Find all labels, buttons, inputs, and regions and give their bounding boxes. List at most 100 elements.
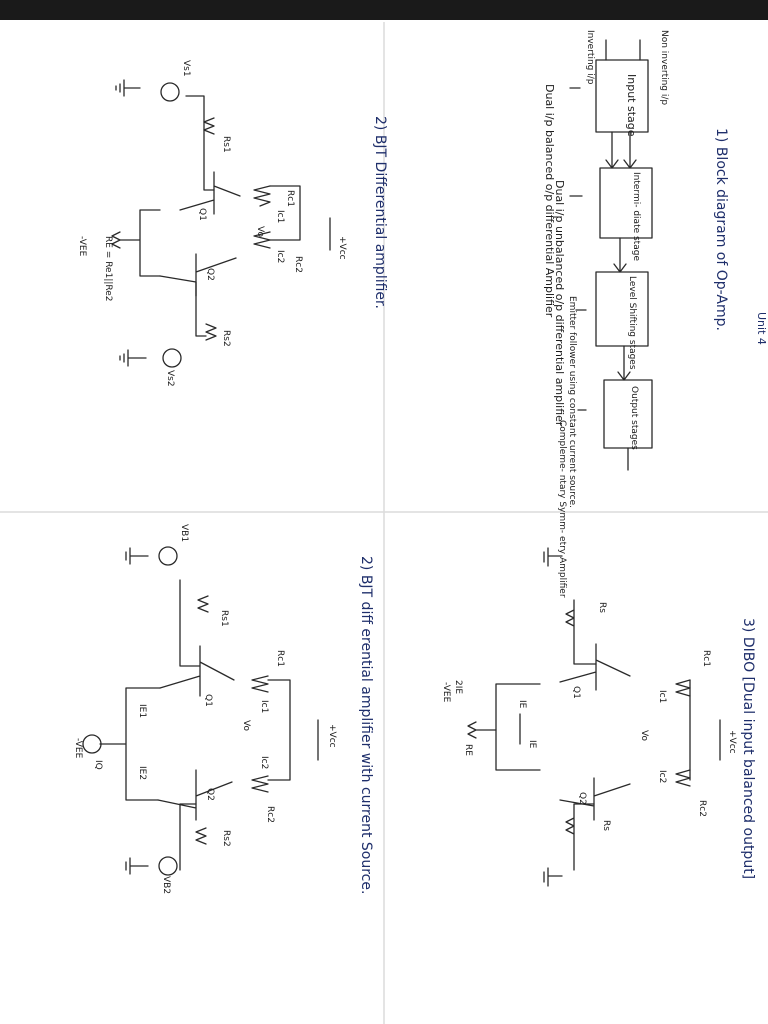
label-rs1: Rs1 (221, 136, 231, 153)
cs-label-vo: Vo (241, 720, 251, 731)
cs-q1 (159, 645, 235, 697)
dibo-emitter-loop (495, 683, 541, 771)
dibo-base-left (565, 599, 597, 665)
cs-label-ie2: IE2 (137, 766, 147, 780)
label-vs1: Vs1 (181, 60, 191, 77)
cs-collector-rail (267, 679, 291, 781)
dibo-label-ie2: IE (527, 740, 537, 749)
block-intermediate-stage (599, 167, 653, 239)
unit-title: Unit 4 (755, 312, 768, 345)
transistor-q2 (159, 253, 237, 297)
heading-dibo: 3) DIBO [Dual input balanced output] (740, 618, 756, 879)
arrow-3 (613, 237, 627, 273)
rs1-resistor (203, 117, 215, 135)
dibo-label-q1: Q1 (571, 686, 581, 699)
label-q1: Q1 (197, 208, 207, 221)
lower-half: 3) DIBO [Dual input balanced output] 2) … (73, 524, 756, 894)
dibo-label-ie1: IE (517, 700, 527, 709)
base-line-q2 (195, 281, 207, 337)
dibo-label-re: RE (463, 744, 473, 756)
note-arrows (569, 87, 587, 411)
dibo-label-rs: Rs (597, 602, 607, 613)
label-ic1: Ic1 (275, 210, 285, 223)
dibo-label-ic2: Ic2 (657, 770, 667, 783)
dibo-label-rs2: Rs (601, 820, 611, 831)
block-label-intermediate: Intermi- diate stage (631, 172, 641, 261)
dibo-q2 (559, 777, 631, 821)
cs-label-rc1: Rc1 (275, 650, 285, 667)
block-level-shifting (595, 271, 649, 347)
block-diagram: Input stage Intermi- diate stage Level S… (543, 30, 669, 598)
cs-base-left (179, 579, 209, 667)
cs-label-rc2: Rc2 (265, 806, 275, 823)
dibo-ground-left (543, 547, 563, 567)
source-vs1 (160, 82, 180, 102)
scan-border (0, 0, 768, 20)
rc-resistors (253, 185, 271, 249)
block-input-stage (595, 59, 649, 133)
bjt-diff-circuit: +Vcc Rc1 Rc2 Ic1 Ic2 Vo Q1 Q2 Rs1 Vs1 Rs… (77, 60, 347, 387)
label-rs2: Rs2 (221, 330, 231, 347)
heading-bjt-cs: 2) BJT diff erential amplifier with curr… (358, 556, 374, 894)
heading-block-diagram: 1) Block diagram of Op-Amp. (713, 128, 729, 331)
cs-label-q2: Q2 (205, 788, 215, 801)
dibo-label-vo: Vo (639, 730, 649, 741)
label-ic2: Ic2 (275, 250, 285, 263)
dibo-label-vee: -VEE (441, 682, 451, 703)
cs-label-q1: Q1 (203, 694, 213, 707)
arrow-4 (617, 345, 631, 381)
note-intermediate: Dual i/p unbalanced o/p differential amp… (553, 180, 566, 427)
arrow-2 (623, 131, 637, 169)
label-rc2: Rc2 (293, 256, 303, 273)
note-input-stage: Dual i/p balanced o/p differential Ampli… (543, 84, 556, 318)
dibo-label-rc1: Rc1 (701, 650, 711, 667)
label-inverting: Inverting i/p (585, 30, 595, 85)
collector-rail (269, 185, 301, 241)
label-noninverting: Non inverting i/p (659, 30, 669, 105)
dibo-base-right (565, 803, 595, 871)
dibo-label-vcc: +Vcc (727, 730, 737, 754)
label-vcc: +Vcc (337, 236, 347, 260)
note-level: Emitter follower using constant current … (567, 296, 577, 508)
ground-right (119, 349, 147, 367)
input-lines (605, 39, 641, 61)
label-vo: Vo (255, 226, 265, 237)
label-vs2: Vs2 (165, 370, 175, 387)
label-q2: Q2 (205, 268, 215, 281)
dibo-label-rc2: Rc2 (697, 800, 707, 817)
transistor-q1 (179, 171, 241, 215)
ground-left (115, 79, 141, 97)
cs-label-vcc: +Vcc (327, 724, 337, 748)
block-output-stages (603, 379, 653, 449)
rs2-resistor (205, 323, 217, 341)
label-rc1: Rc1 (285, 190, 295, 207)
dibo-rc (675, 679, 691, 787)
cs-label-rs1: Rs1 (219, 610, 229, 627)
note-output: Compleme- ntary Symm- etry Amplifier (557, 420, 567, 598)
dibo-ground-right (543, 867, 563, 887)
dibo-q1 (559, 643, 631, 691)
upper-half: Unit 4 1) Block diagram of Op-Amp. 2) BJ… (77, 30, 768, 598)
arrow-1 (605, 131, 619, 169)
cs-source-vb2 (158, 856, 178, 876)
cs-ground-right (125, 857, 149, 875)
cs-label-rs2: Rs2 (221, 830, 231, 847)
re-resistor (111, 231, 121, 249)
block-label-input: Input stage (625, 74, 638, 137)
heading-bjt-diff: 2) BJT Differential amplifier. (372, 116, 388, 309)
cs-label-ic1: Ic1 (259, 700, 269, 713)
block-label-level: Level Shifting stages (627, 276, 637, 370)
dibo-label-q2: Q2 (577, 792, 587, 805)
dibo-circuit: +Vcc Rc1 Rc2 Ic1 Ic2 Vo Q1 Q2 Rs Rs IE I… (441, 547, 737, 887)
source-vs2 (162, 348, 182, 368)
label-re: RE = Re1||Re2 (103, 236, 113, 302)
cs-label-ie1: IE1 (137, 704, 147, 718)
cs-q2 (157, 769, 233, 821)
cs-label-vb2: VB2 (161, 876, 171, 894)
label-vee: -VEE (77, 236, 87, 257)
cs-label-vb1: VB1 (179, 524, 189, 542)
dibo-re (467, 721, 497, 739)
dibo-label-2ie: 2IE (453, 680, 463, 694)
cs-label-iq: IQ (93, 760, 103, 770)
